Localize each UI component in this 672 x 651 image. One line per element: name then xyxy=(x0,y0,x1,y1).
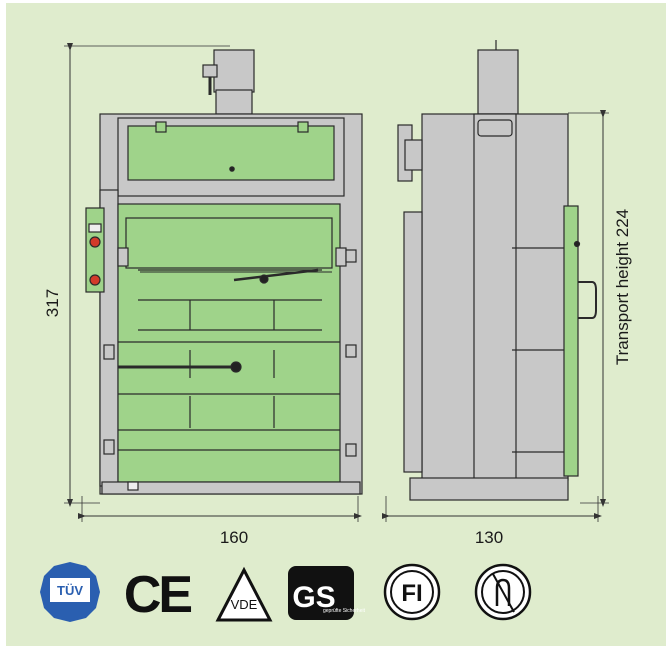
transport-height-label: Transport height 224 xyxy=(613,209,632,365)
depth-dimension-label: 130 xyxy=(475,528,503,547)
gs-badge-subtext: geprüfte Sicherheit xyxy=(323,608,366,614)
vde-badge-icon: VDE xyxy=(215,566,273,622)
fi-badge-icon: FI xyxy=(383,563,441,621)
fi-badge-label: FI xyxy=(401,580,422,607)
vde-badge-label: VDE xyxy=(231,597,258,612)
width-dimension-label: 160 xyxy=(220,528,248,547)
diagram-canvas: 317 160 130 Transport height 224 TÜV CE … xyxy=(6,3,666,646)
hand-safety-badge-icon xyxy=(474,563,532,621)
tuv-badge-icon: TÜV xyxy=(40,562,100,622)
dimension-lines xyxy=(64,43,609,522)
gs-badge-icon: GS geprüfte Sicherheit xyxy=(288,566,366,620)
side-view xyxy=(397,40,597,501)
height-dimension-label: 317 xyxy=(43,289,62,317)
ce-mark: CE xyxy=(124,566,192,624)
gs-badge-label: GS xyxy=(292,581,335,614)
front-view xyxy=(85,49,363,495)
tuv-badge-label: TÜV xyxy=(57,583,83,598)
